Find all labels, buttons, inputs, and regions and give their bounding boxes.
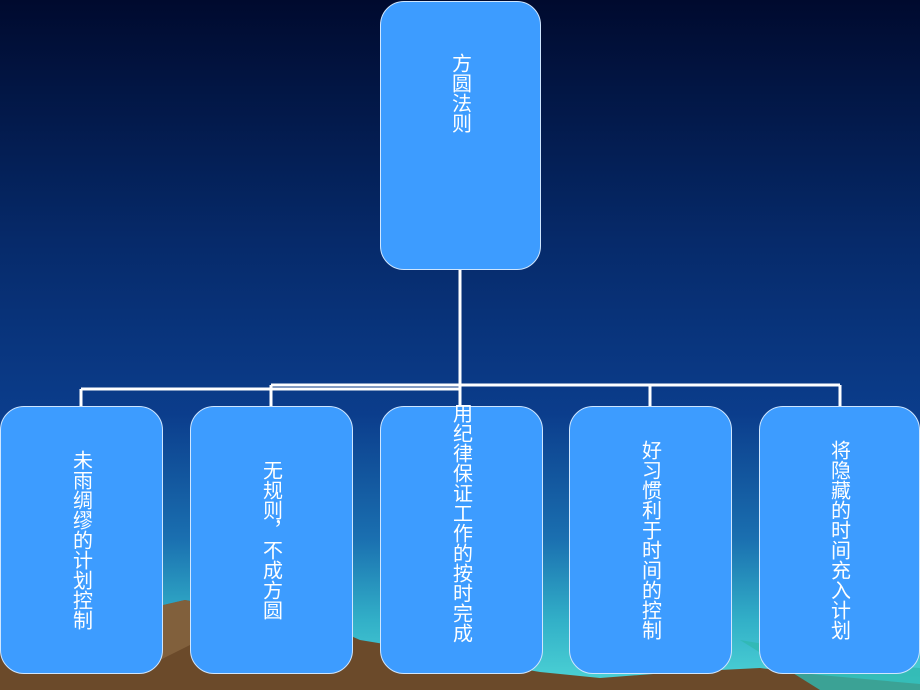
- connector-lines: [79, 270, 842, 406]
- child-node-good-habits: 好习惯利于时间的控制: [569, 406, 732, 674]
- child-node-label: 好习惯利于时间的控制: [638, 440, 663, 640]
- child-node-label: 将隐藏的时间充入计划: [827, 440, 852, 640]
- child-node-hidden-time: 将隐藏的时间充入计划: [759, 406, 920, 674]
- child-node-label: 无规则，不成方圆: [259, 460, 284, 620]
- child-node-plan-control: 未雨绸缪的计划控制: [0, 406, 163, 674]
- child-node-discipline: 用纪律保证工作的按时完成: [380, 403, 543, 674]
- child-node-rules: 无规则，不成方圆: [190, 406, 353, 674]
- child-node-label: 未雨绸缪的计划控制: [69, 450, 94, 630]
- root-node-label: 方圆法则: [448, 52, 473, 133]
- child-node-label: 用纪律保证工作的按时完成: [449, 403, 474, 643]
- root-node: 方圆法则: [380, 1, 541, 270]
